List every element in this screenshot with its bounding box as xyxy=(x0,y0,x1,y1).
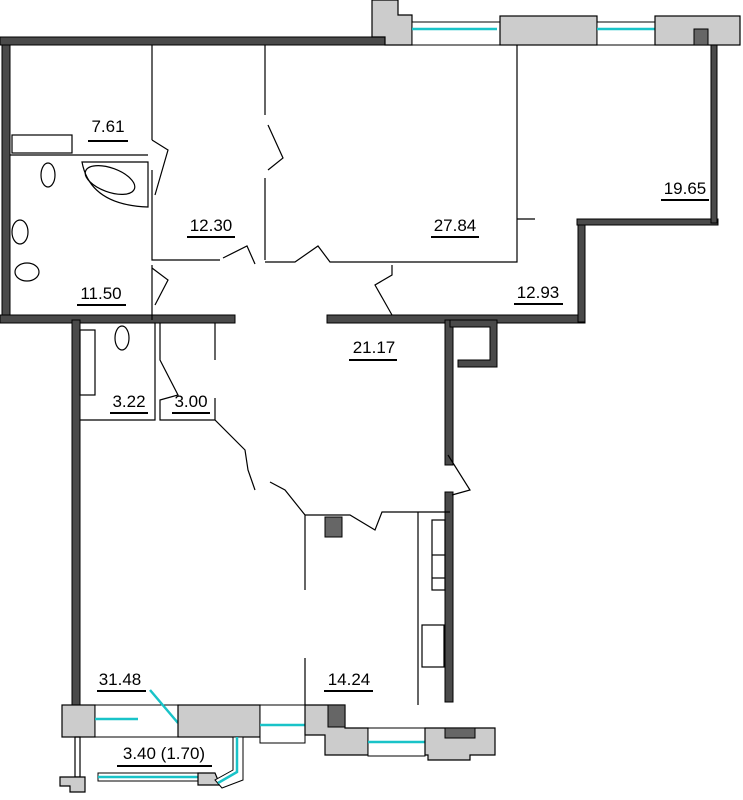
room-area-hall-right: 12.93 xyxy=(517,283,560,302)
room-area-bathroom: 7.61 xyxy=(91,117,124,136)
sink-icon xyxy=(421,624,445,668)
room-area-balcony: 3.40 (1.70) xyxy=(123,744,205,763)
room-labels: 7.61 12.30 27.84 19.65 11.50 12.93 21.17… xyxy=(77,117,709,767)
toilet-icon xyxy=(114,325,130,351)
room-area-living-room: 27.84 xyxy=(434,216,477,235)
room-area-storage: 3.22 xyxy=(112,392,145,411)
washbasin-icon xyxy=(11,219,29,245)
room-area-bedroom-1: 12.30 xyxy=(190,216,233,235)
fixtures xyxy=(11,134,149,396)
room-area-dressing-room: 11.50 xyxy=(80,284,121,303)
shelf-icon xyxy=(79,329,96,396)
room-area-dining-room: 31.48 xyxy=(99,670,142,689)
bidet-icon xyxy=(14,262,40,282)
exterior-walls xyxy=(0,36,719,706)
shelf-icon xyxy=(11,134,73,154)
bottom-facade xyxy=(59,689,496,793)
top-facade xyxy=(371,0,741,46)
interior-walls xyxy=(10,45,535,705)
room-area-toilet: 3.00 xyxy=(174,392,207,411)
room-area-kitchen: 14.24 xyxy=(328,670,371,689)
room-area-hallway: 21.17 xyxy=(353,338,396,357)
toilet-icon xyxy=(40,162,56,188)
room-area-bedroom-2: 19.65 xyxy=(664,179,707,198)
